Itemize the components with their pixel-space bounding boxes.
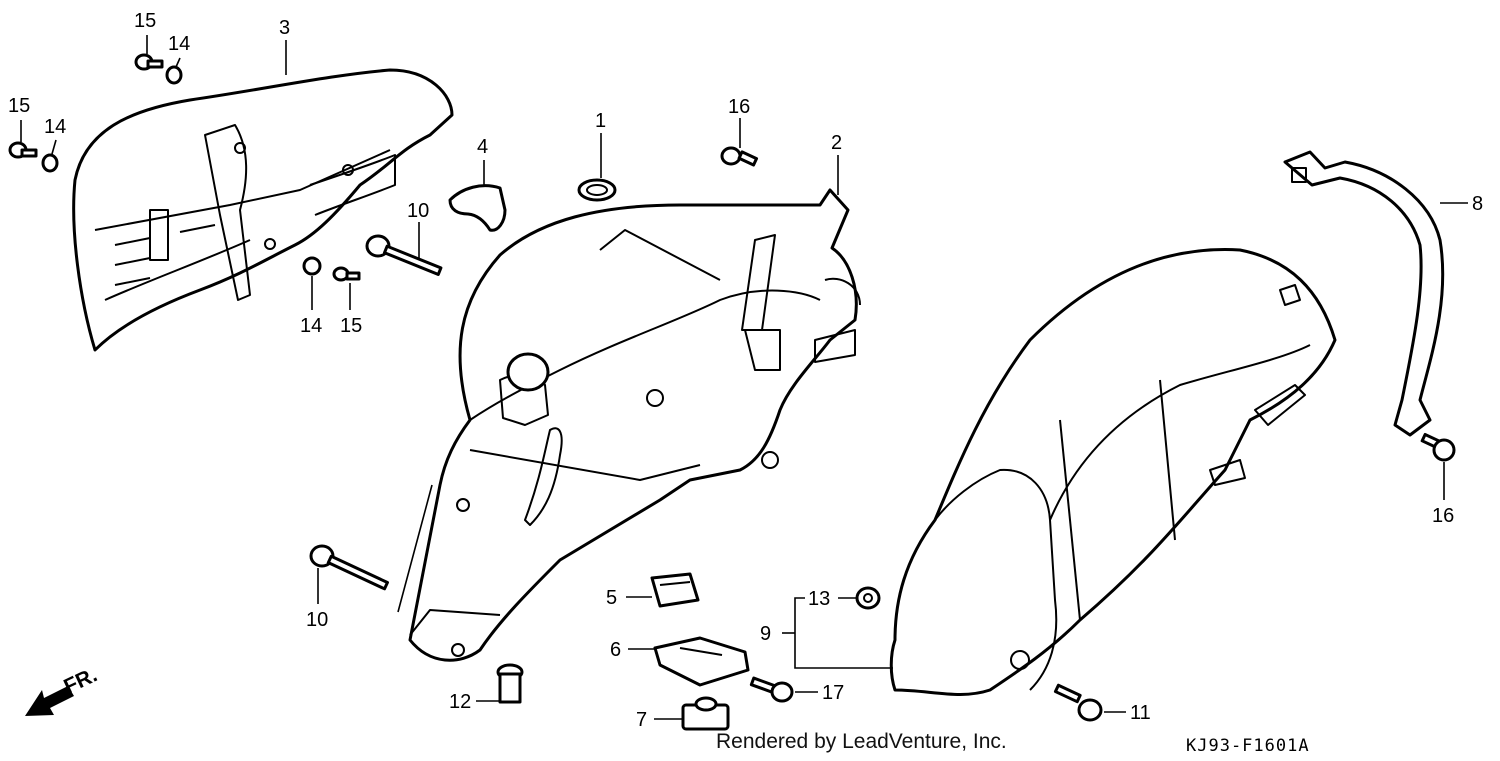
callout-8: 8 (1472, 193, 1483, 215)
part-14-washer-left[interactable] (41, 153, 59, 173)
callout-15-top: 15 (134, 10, 156, 32)
callout-4: 4 (477, 136, 488, 158)
callout-5: 5 (606, 587, 617, 609)
callout-15-middle: 15 (340, 315, 362, 337)
callout-10-lower: 10 (306, 609, 328, 631)
callout-11: 11 (1130, 702, 1151, 724)
callout-1: 1 (595, 110, 606, 132)
part-16-bolt-right[interactable] (1420, 432, 1456, 462)
callout-labels: 15 14 15 14 3 4 1 16 2 8 10 14 15 16 10 … (8, 10, 1483, 731)
front-direction-indicator: FR. (25, 663, 101, 716)
part-13-collar[interactable] (855, 586, 881, 610)
part-9-rear-fender[interactable] (889, 248, 1337, 696)
callout-16-top: 16 (728, 96, 750, 118)
callout-12: 12 (449, 691, 471, 713)
part-17-bolt[interactable] (749, 676, 794, 703)
part-3-side-cover[interactable] (72, 68, 454, 352)
callout-7: 7 (636, 709, 647, 731)
callout-2: 2 (831, 132, 842, 154)
callout-14-middle: 14 (300, 315, 322, 337)
callout-14-left: 14 (44, 116, 66, 138)
callout-6: 6 (610, 639, 621, 661)
part-2-inner-housing[interactable] (408, 188, 861, 662)
diagram-code: KJ93-F1601A (1186, 736, 1310, 756)
callout-17: 17 (822, 682, 844, 704)
callout-14-top: 14 (168, 33, 190, 55)
callout-9: 9 (760, 623, 771, 645)
part-16-bolt-top[interactable] (720, 146, 759, 167)
part-5-clip[interactable] (650, 572, 700, 608)
front-arrow-icon (25, 686, 74, 716)
callout-3: 3 (279, 17, 290, 39)
part-4-cushion[interactable] (448, 184, 507, 232)
footer-credit: Rendered by LeadVenture, Inc. (716, 730, 1007, 753)
part-6-bracket[interactable] (653, 636, 750, 687)
part-15-screw-top[interactable] (134, 53, 164, 71)
callout-leaders (20, 35, 1468, 720)
callout-15-left: 15 (8, 95, 30, 117)
part-15-screw-left[interactable] (8, 141, 38, 159)
part-11-bolt[interactable] (1053, 683, 1103, 722)
part-12-rivet[interactable] (496, 663, 524, 704)
part-10-bolt-upper[interactable] (365, 234, 443, 276)
callout-13: 13 (808, 588, 830, 610)
part-1-o-ring[interactable] (577, 178, 617, 202)
part-7-nut[interactable] (681, 696, 730, 731)
part-15-screw-middle[interactable] (332, 266, 361, 282)
part-10-bolt-lower[interactable] (309, 544, 389, 591)
callout-10-upper: 10 (407, 200, 429, 222)
part-14-washer-middle[interactable] (302, 256, 322, 276)
part-14-washer-top[interactable] (165, 65, 183, 85)
callout-16-right: 16 (1432, 505, 1454, 527)
part-8-stay[interactable] (1283, 150, 1445, 437)
